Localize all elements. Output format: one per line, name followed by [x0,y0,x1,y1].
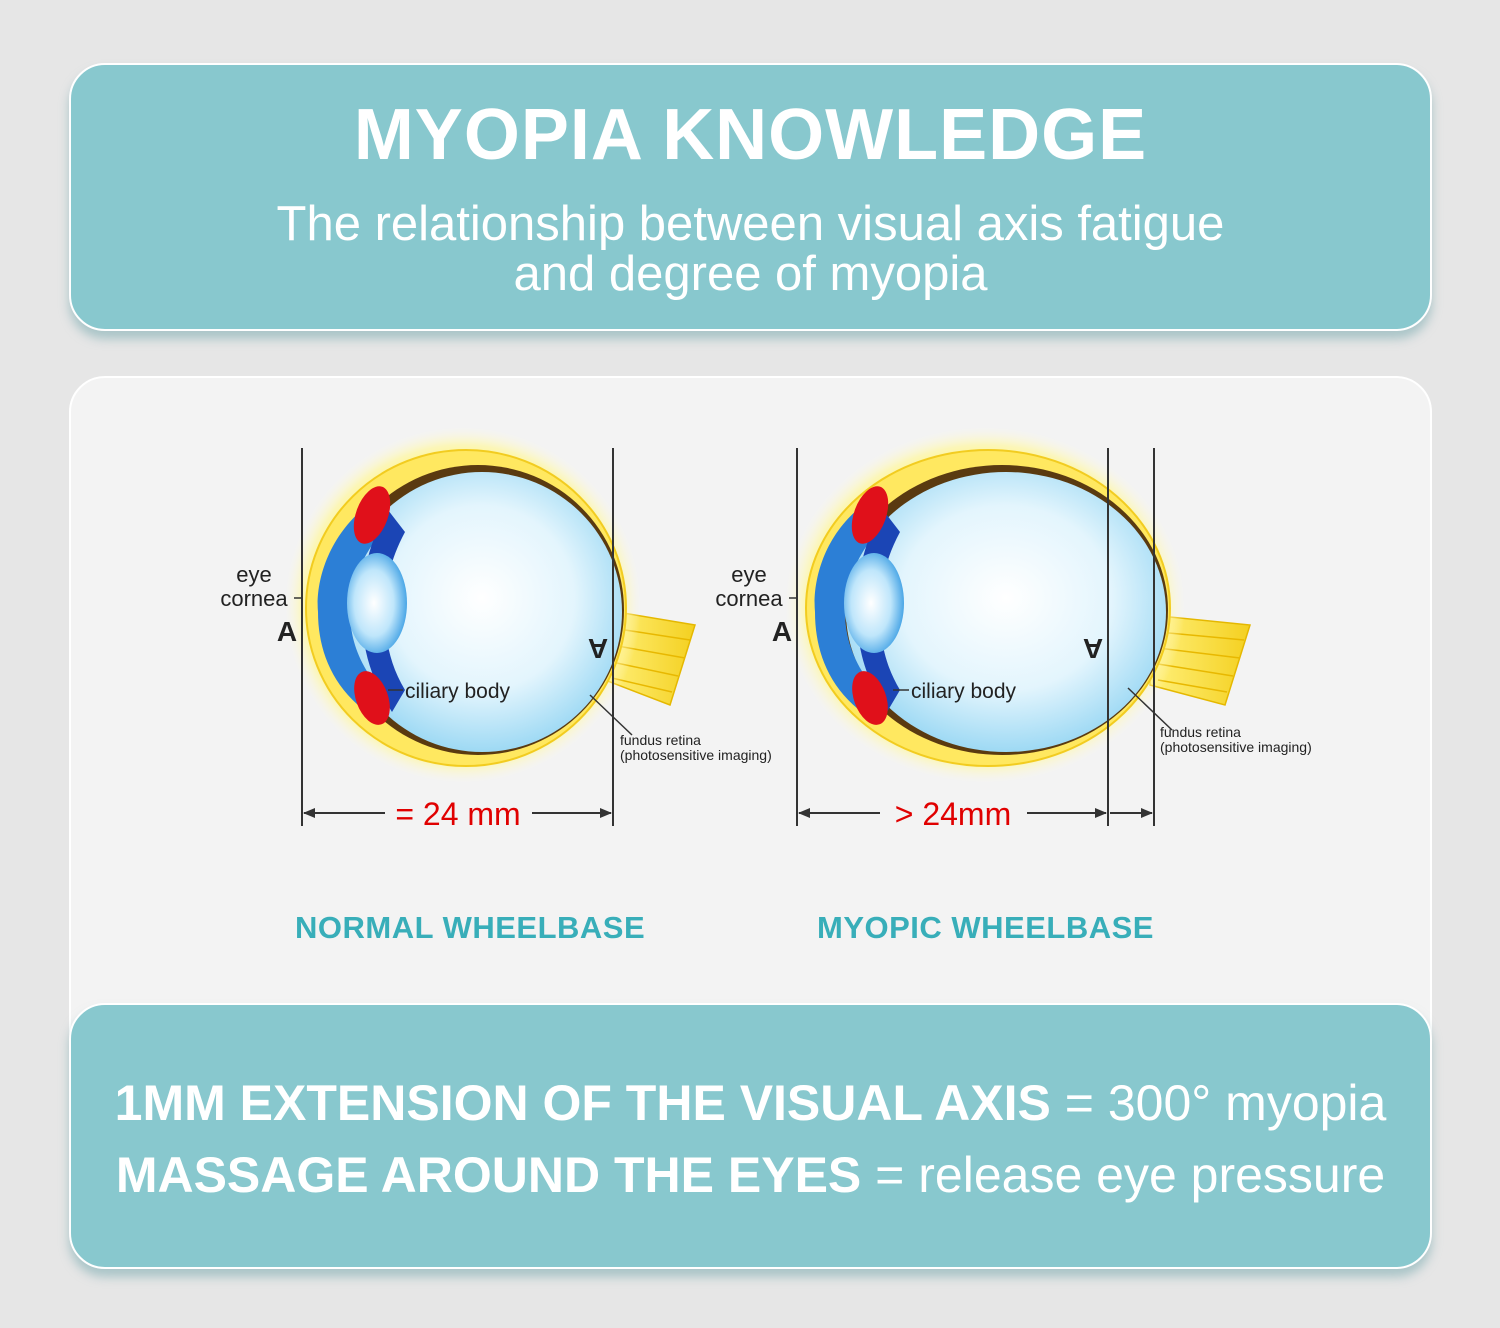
normal-marker-front: A [277,616,297,647]
ciliary-body-top [851,486,889,544]
page-subtitle: The relationship between visual axis fat… [71,199,1430,299]
myopic-marker-front: A [772,616,792,647]
myopic-label-retina-sub: (photosensitive imaging) [1160,739,1312,755]
ciliary-body-bottom [852,671,888,725]
myopic-label-ciliary: ciliary body [911,680,1017,703]
footer-line-1-bold: 1MM EXTENSION OF THE VISUAL AXIS [114,1075,1051,1131]
myopic-marker-back: A [1083,633,1103,664]
myopic-label-eye: eye [731,562,766,587]
subtitle-line-1: The relationship between visual axis fat… [276,197,1225,251]
normal-label-cornea: cornea [220,586,288,611]
myopic-caption: MYOPIC WHEELBASE [817,910,1154,945]
diagram-panel [69,376,1432,1066]
normal-marker-back: A [588,633,608,664]
myopic-label-retina: fundus retina [1160,724,1241,740]
normal-caption: NORMAL WHEELBASE [295,910,646,945]
myopic-eye-illustration [785,427,1251,783]
subtitle-line-2: and degree of myopia [513,247,988,301]
ciliary-body-top [353,486,391,544]
header-banner: MYOPIA KNOWLEDGE The relationship betwee… [69,63,1432,331]
normal-measure: = 24 mm [395,796,520,832]
footer-line-1-rest: = 300° myopia [1050,1075,1387,1131]
footer-line-2: MASSAGE AROUND THE EYES = release eye pr… [71,1139,1430,1211]
myopic-measure: > 24mm [895,796,1011,832]
page-title: MYOPIA KNOWLEDGE [353,95,1148,175]
lens [347,553,407,653]
cornea [317,500,392,718]
vitreous-body [342,472,622,752]
footer-line-2-rest: = release eye pressure [861,1147,1386,1203]
lens [844,553,904,653]
normal-eye-illustration [285,427,696,783]
footer-line-1: 1MM EXTENSION OF THE VISUAL AXIS = 300° … [71,1067,1430,1139]
normal-label-eye: eye [236,562,271,587]
normal-label-retina: fundus retina [620,732,701,748]
vitreous-body [846,472,1166,752]
normal-label-retina-sub: (photosensitive imaging) [620,747,772,763]
myopic-label-cornea: cornea [715,586,783,611]
cornea [814,500,887,718]
ciliary-body-bottom [354,671,390,725]
footer-banner: 1MM EXTENSION OF THE VISUAL AXIS = 300° … [69,1003,1432,1269]
footer-line-2-bold: MASSAGE AROUND THE EYES [115,1147,862,1203]
normal-label-ciliary: ciliary body [405,680,511,703]
